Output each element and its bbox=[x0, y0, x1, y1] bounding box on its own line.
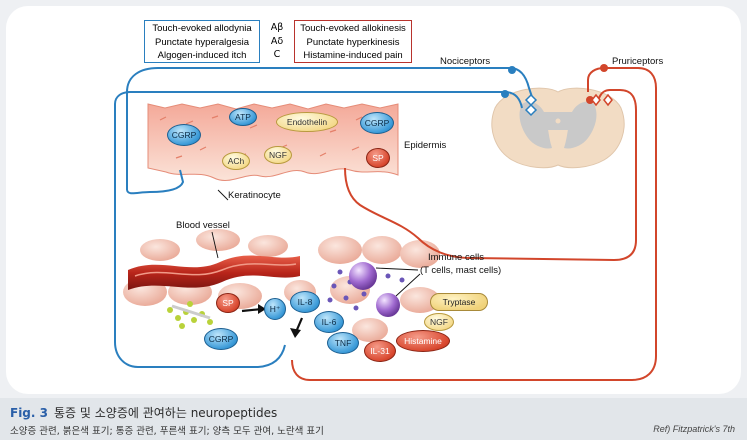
immune-cell-1 bbox=[349, 262, 377, 290]
pruriceptor-dot-1 bbox=[600, 64, 608, 72]
immune-cell-2 bbox=[376, 293, 400, 317]
fiber-a-delta: Aδ bbox=[270, 35, 284, 47]
spinal-cord bbox=[491, 87, 625, 169]
keratinocyte-pointer bbox=[217, 189, 229, 201]
immune-cells-label: Immune cells bbox=[428, 252, 484, 263]
fiber-legend: Aβ Aδ C bbox=[262, 21, 292, 62]
sp-vessel-pill: SP bbox=[216, 293, 240, 313]
figure-number: Fig. 3 bbox=[10, 406, 48, 420]
arrow-down-head bbox=[290, 328, 301, 338]
pain-legend: Touch-evoked allodynia Punctate hyperalg… bbox=[144, 20, 260, 63]
cgrp-epidermis-pill: CGRP bbox=[167, 124, 201, 146]
nociceptors-label: Nociceptors bbox=[440, 56, 491, 67]
fiber-a-beta: Aβ bbox=[270, 22, 284, 33]
itch-legend-line-1: Touch-evoked allokinesis bbox=[300, 23, 406, 34]
keratinocyte-label: Keratinocyte bbox=[228, 190, 281, 201]
nociceptor-dot-1 bbox=[508, 66, 516, 74]
immune-cells-sublabel: (T cells, mast cells) bbox=[420, 265, 502, 276]
atp-pill: ATP bbox=[229, 108, 257, 126]
cgrp-right-pill: CGRP bbox=[360, 112, 394, 134]
pain-legend-line-3: Algogen-induced itch bbox=[157, 50, 247, 61]
nociceptor-synapse bbox=[524, 93, 538, 117]
tnf-pill: TNF bbox=[327, 332, 359, 354]
pruriceptors-label: Pruriceptors bbox=[612, 56, 664, 67]
histamine-pill: Histamine bbox=[396, 330, 450, 352]
tryptase-pill: Tryptase bbox=[430, 293, 488, 311]
sp-epidermis-pill: SP bbox=[366, 148, 390, 168]
pruriceptor-dot-2 bbox=[586, 96, 594, 104]
h-plus-pill: H⁺ bbox=[264, 298, 286, 320]
ach-pill: ACh bbox=[222, 152, 250, 170]
diagram-canvas bbox=[6, 6, 741, 394]
nociceptor-dot-2 bbox=[501, 90, 509, 98]
fiber-c: C bbox=[273, 49, 281, 60]
caption-reference: Ref) Fitzpatrick's 7th bbox=[653, 424, 735, 434]
cgrp-vessel-pill: CGRP bbox=[204, 328, 238, 350]
il6-pill: IL-6 bbox=[314, 311, 344, 333]
arrow-right-head bbox=[258, 304, 266, 314]
immune-pointer-1 bbox=[375, 267, 419, 271]
itch-legend-line-2: Punctate hyperkinesis bbox=[306, 36, 400, 48]
caption-title: Fig. 3 통증 및 소양증에 관여하는 neuropeptides bbox=[10, 404, 277, 421]
ngf-epidermis-pill: NGF bbox=[264, 146, 292, 164]
ngf-immune-pill: NGF bbox=[424, 313, 454, 331]
blood-vessel-label: Blood vessel bbox=[176, 220, 230, 231]
endothelin-pill: Endothelin bbox=[276, 112, 338, 132]
vessel-highlight bbox=[134, 263, 297, 277]
arrow-gray bbox=[171, 304, 211, 320]
caption-bar bbox=[0, 398, 747, 440]
immune-pointer-2 bbox=[395, 273, 421, 297]
il31-pill: IL-31 bbox=[364, 340, 396, 362]
pruriceptor-pathway bbox=[291, 67, 657, 381]
nociceptor-pathway bbox=[114, 67, 534, 368]
epidermis-label: Epidermis bbox=[404, 140, 447, 151]
il8-pill: IL-8 bbox=[290, 291, 320, 313]
pain-legend-line-2: Punctate hyperalgesia bbox=[154, 36, 249, 48]
vessel-pointer bbox=[211, 231, 219, 259]
pruriceptor-synapse bbox=[591, 93, 613, 107]
itch-legend-line-3: Histamine-induced pain bbox=[303, 50, 403, 61]
itch-legend: Touch-evoked allokinesis Punctate hyperk… bbox=[294, 20, 412, 63]
pain-legend-line-1: Touch-evoked allodynia bbox=[152, 23, 252, 34]
caption-title-text: 통증 및 소양증에 관여하는 neuropeptides bbox=[54, 406, 278, 420]
caption-subtitle: 소양증 관련, 붉은색 표기; 통증 관련, 푸른색 표기; 양측 모두 관여,… bbox=[10, 426, 324, 437]
green-particles bbox=[167, 301, 213, 329]
